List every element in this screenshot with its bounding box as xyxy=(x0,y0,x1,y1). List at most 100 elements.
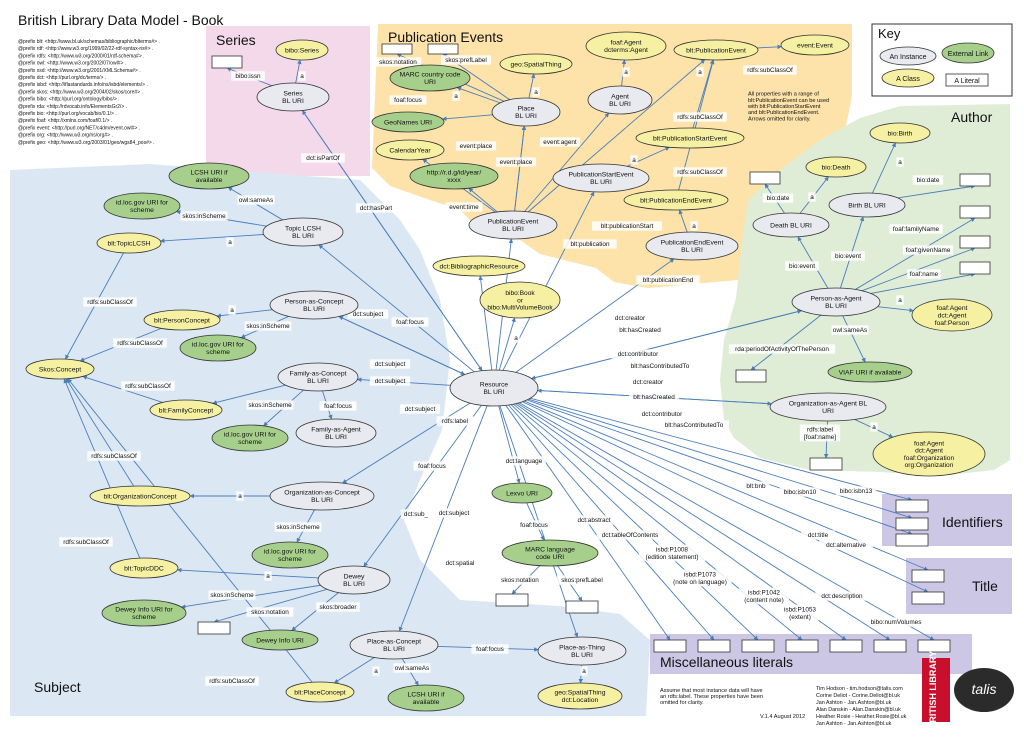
node-lexvo: Lexvo URI xyxy=(491,482,553,504)
edge-label: rda:periodOfActivityOfThePerson xyxy=(735,346,829,353)
edge-label: event:place xyxy=(500,159,533,166)
edge-line xyxy=(63,378,141,559)
node-shape xyxy=(275,39,329,61)
edge-label: a xyxy=(534,89,538,96)
edge-label: dct:subject xyxy=(375,378,406,385)
literal-box xyxy=(565,600,599,614)
edge-label-bg xyxy=(779,487,821,497)
edge-line xyxy=(524,112,610,212)
edge-label: blt:hasCreated xyxy=(619,327,661,334)
node-label: CalendarYear xyxy=(389,147,431,154)
node-shape xyxy=(828,192,906,218)
node-shape xyxy=(911,298,993,332)
edge-label-bg xyxy=(436,416,474,426)
edge-label: dct:contributor xyxy=(618,351,659,358)
node-shape xyxy=(89,485,191,507)
edge-label: blt:hasContributedTo xyxy=(631,363,690,370)
literal-box xyxy=(959,261,991,275)
node-label: Lexvo URI xyxy=(506,490,538,497)
node-dewey-info: Dewey Info URI xyxy=(241,629,319,651)
edge-label-bg xyxy=(298,71,306,81)
edge-label: skos:prefLabel xyxy=(561,577,603,584)
edge-label-bg xyxy=(596,530,664,540)
edge-label-bg xyxy=(433,508,475,518)
edge-label: rdfs:subClassOf xyxy=(125,383,171,390)
edge-label: dct:subject xyxy=(353,311,384,318)
edge-label-bg xyxy=(556,575,608,585)
edge-label-bg xyxy=(630,155,638,165)
edge-label-bg xyxy=(762,193,794,203)
edge-line xyxy=(531,310,802,380)
edge-label-bg xyxy=(532,87,540,97)
edge-label: a xyxy=(582,668,586,675)
edge-label: dct:alternative xyxy=(826,542,866,549)
edge-label-bg xyxy=(572,515,616,525)
edge-label: skos:inScheme xyxy=(182,213,226,220)
node-shape xyxy=(585,31,667,61)
edge-label: a xyxy=(514,335,518,342)
node-bio-death: bio:Death xyxy=(805,156,867,178)
prefix-line: @prefix blt: <http://www.bl.uk/schemas/b… xyxy=(18,39,160,45)
edge-label: rdfs:subClassOf xyxy=(117,340,163,347)
edge-label: a xyxy=(872,424,876,431)
literal-box xyxy=(197,621,231,635)
edge-label-bg xyxy=(391,317,429,327)
edge-label-bg xyxy=(889,224,943,234)
credit-line: Alan Danskin - Alan.Danskin@bl.uk xyxy=(816,707,901,713)
node-label: event:Event xyxy=(797,42,833,49)
node-label: bibo:Series xyxy=(285,47,320,54)
edge-label: dct:subject xyxy=(439,510,470,517)
edge-label: dct:tableOfContents xyxy=(602,532,658,539)
node-dct-bibres: dct:BibliographicResource xyxy=(432,255,526,277)
literal-box xyxy=(381,43,413,55)
key-instance-label: An Instance xyxy=(890,54,927,61)
node-label: Dewey Info URI xyxy=(256,637,304,644)
edge-label: isbd:P1042(content note) xyxy=(744,590,783,604)
node-label: geo:SpatialThing xyxy=(510,61,561,68)
node-geonames: GeoNames URI xyxy=(371,111,445,133)
node-shape xyxy=(103,192,181,220)
edge-label-bg xyxy=(413,461,451,471)
edge-label: rdfs:subClassOf xyxy=(677,114,723,121)
british-library-logo-text: BRITISH LIBRARY xyxy=(928,651,938,729)
edge-label-bg xyxy=(374,57,422,67)
literal-box xyxy=(735,369,767,383)
edge-label-bg xyxy=(452,91,460,101)
edge-label: rdfs:subClassOf xyxy=(209,678,255,685)
prefix-line: @prefix bio: <http://purl.org/vocab/bio/… xyxy=(18,111,117,117)
node-shape xyxy=(251,541,329,569)
edge-label: a xyxy=(698,69,702,76)
edge-line xyxy=(678,209,688,233)
key-literal-shape xyxy=(945,73,989,87)
edge-label-bg xyxy=(369,376,411,386)
node-skos-concept: Skos:Concept xyxy=(25,358,95,380)
edge-label: dct:abstract xyxy=(577,517,610,524)
node-shape xyxy=(432,255,526,277)
author-region-title: Author xyxy=(951,109,993,125)
rdfs-note: Assume that most instance data will have… xyxy=(660,688,763,706)
edge-label-bg xyxy=(614,325,666,335)
edge-label-bg xyxy=(400,509,432,519)
node-shape xyxy=(537,636,627,666)
edge-label: skos:prefLabel xyxy=(445,57,487,64)
edge-label-bg xyxy=(563,239,617,249)
edge-label-bg xyxy=(659,420,729,430)
diagram-title: British Library Data Model - Book xyxy=(18,12,224,28)
edge-label-bg xyxy=(389,95,427,105)
literal-box xyxy=(895,517,929,531)
edge-line xyxy=(750,314,822,371)
edge-label: rdfs:label[foaf:name] xyxy=(804,427,836,441)
node-bio-birth: bio:Birth xyxy=(869,122,931,144)
